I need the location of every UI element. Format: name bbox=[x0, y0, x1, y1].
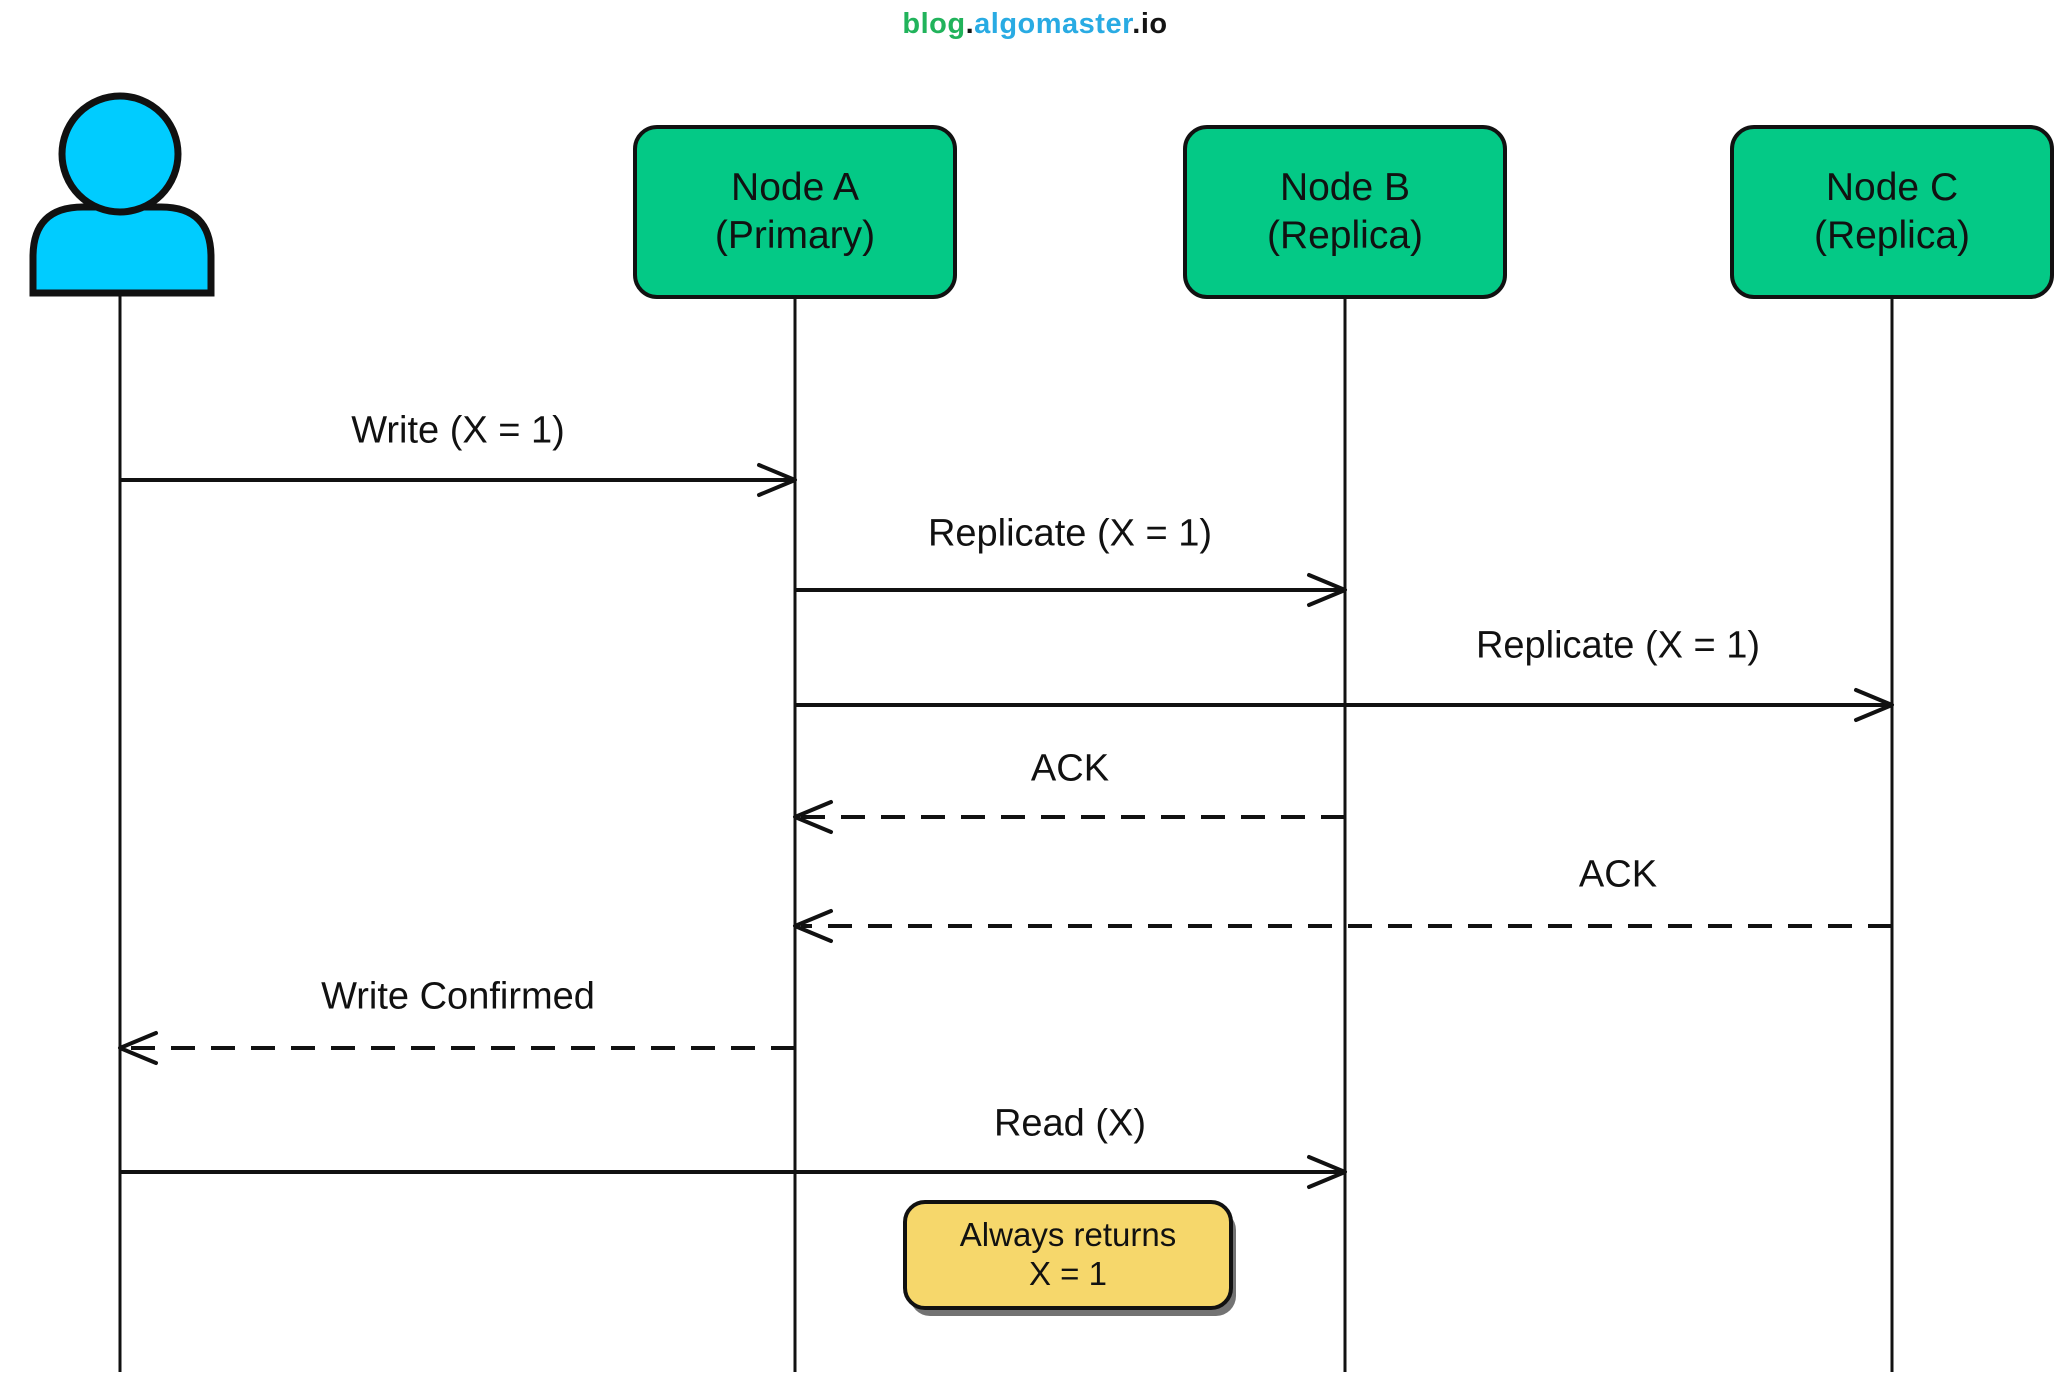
message-label-replicate-c: Replicate (X = 1) bbox=[1475, 624, 1761, 667]
message-label-write: Write (X = 1) bbox=[351, 409, 565, 452]
brand-dot: . bbox=[1132, 8, 1141, 40]
message-label-read: Read (X) bbox=[993, 1102, 1147, 1145]
participant-name: Node B bbox=[1279, 166, 1411, 210]
note-line: Always returns bbox=[959, 1216, 1177, 1254]
brand-algomaster: algomaster bbox=[974, 8, 1133, 40]
note-line: X = 1 bbox=[1029, 1255, 1107, 1292]
participant-role: (Replica) bbox=[1266, 214, 1424, 257]
participant-node-c: Node C (Replica) bbox=[1730, 125, 2054, 299]
message-label-replicate-b: Replicate (X = 1) bbox=[927, 512, 1213, 555]
message-label-write-confirmed: Write Confirmed bbox=[321, 975, 595, 1018]
arrowhead-left-icon bbox=[793, 800, 833, 834]
brand-io: io bbox=[1140, 8, 1168, 40]
person-head bbox=[58, 92, 182, 216]
participant-node-a: Node A (Primary) bbox=[633, 125, 957, 299]
arrowhead-left-icon bbox=[118, 1031, 158, 1065]
participant-name: Node A bbox=[731, 166, 859, 210]
participant-node-b: Node B (Replica) bbox=[1183, 125, 1507, 299]
note-always-returns: Always returns X = 1 bbox=[903, 1200, 1233, 1310]
participant-role: (Primary) bbox=[714, 214, 876, 257]
person-icon bbox=[29, 92, 215, 297]
person-body bbox=[29, 203, 215, 297]
participant-role: (Replica) bbox=[1813, 214, 1971, 257]
message-label-ack-b: ACK bbox=[1030, 747, 1110, 790]
brand-blog: blog bbox=[902, 8, 966, 40]
site-brand: blog.algomaster.io bbox=[0, 8, 2070, 41]
brand-dot: . bbox=[965, 8, 975, 40]
arrowhead-right-icon bbox=[757, 463, 797, 497]
participant-name: Node C bbox=[1825, 166, 1959, 210]
arrowhead-right-icon bbox=[1307, 573, 1347, 607]
message-label-ack-c: ACK bbox=[1578, 853, 1658, 896]
arrowhead-right-icon bbox=[1854, 688, 1894, 722]
arrowhead-right-icon bbox=[1307, 1155, 1347, 1189]
arrowhead-left-icon bbox=[793, 909, 833, 943]
